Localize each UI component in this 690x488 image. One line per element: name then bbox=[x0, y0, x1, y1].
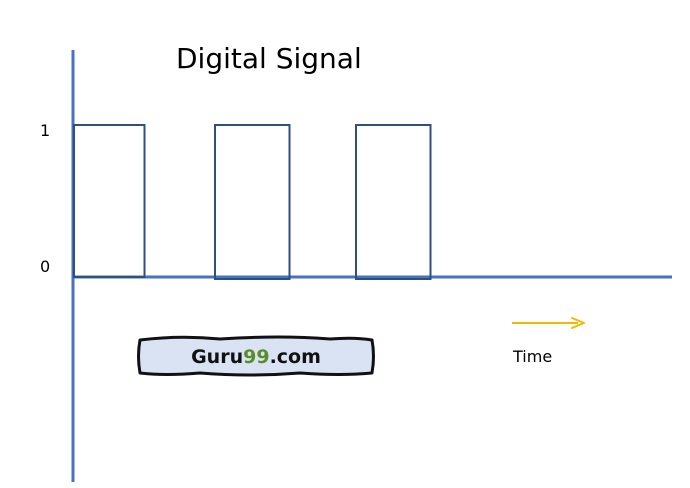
logo-text-highlight: 99 bbox=[243, 346, 269, 368]
logo-badge-shape bbox=[137, 335, 375, 377]
time-label: Time bbox=[512, 347, 552, 366]
logo-text-suffix: .com bbox=[270, 346, 321, 368]
signal-pulse-1 bbox=[73, 124, 146, 278]
guru99-logo: Guru99.com bbox=[137, 335, 375, 377]
time-arrow-icon bbox=[571, 317, 585, 329]
y-label-low: 0 bbox=[40, 257, 50, 276]
y-label-high: 1 bbox=[40, 121, 50, 140]
signal-pulses bbox=[73, 124, 432, 280]
signal-pulse-2 bbox=[214, 124, 291, 280]
logo-text: Guru99.com bbox=[191, 346, 321, 368]
logo-text-prefix: Guru bbox=[191, 346, 243, 368]
signal-pulse-3 bbox=[355, 124, 432, 280]
diagram-title: Digital Signal bbox=[176, 42, 362, 75]
